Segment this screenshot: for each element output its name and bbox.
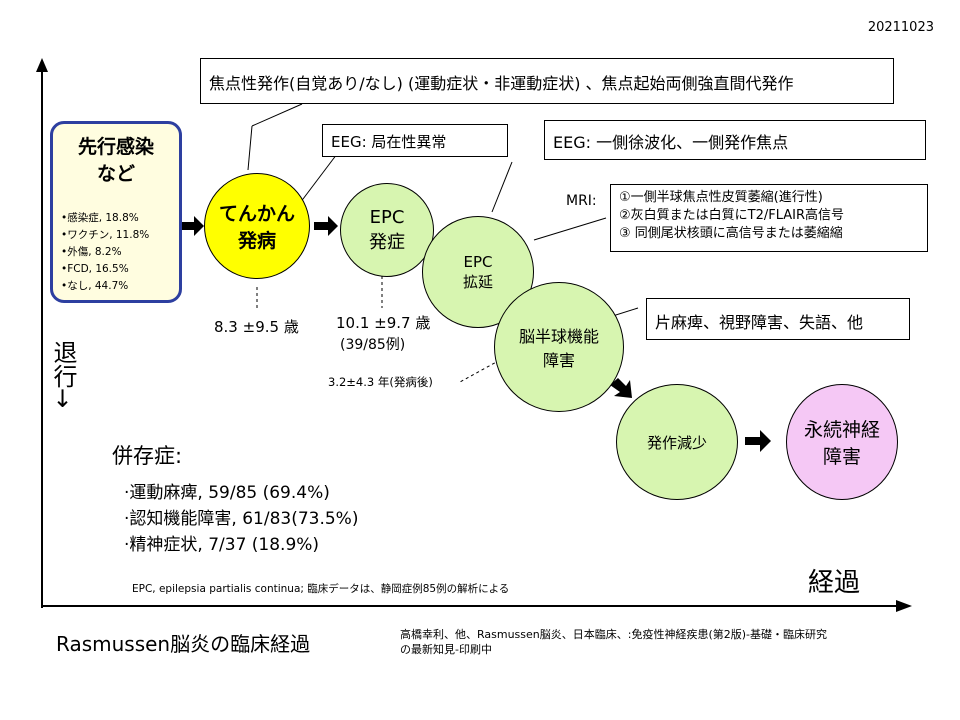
- prior-item: •なし, 44.7%: [61, 280, 129, 292]
- hemi-years-text: 3.2±4.3 年(発病後): [328, 375, 433, 389]
- comorbidity-title: 併存症:: [112, 444, 183, 468]
- leader-focal-seizure: [247, 125, 253, 171]
- mri-label: MRI:: [566, 193, 597, 209]
- arrow-hemi-to-decrease: [610, 378, 632, 398]
- mri-item: ③ 同側尾状核頭に高信号または萎縮縮: [619, 226, 843, 241]
- permanent-line1: 永続神経: [803, 419, 880, 441]
- prior-title-line1: 先行感染: [77, 136, 154, 158]
- hemi-line1: 脳半球機能: [518, 327, 599, 346]
- comorbidity-item: ·認知機能障害, 61/83(73.5%): [124, 509, 359, 529]
- hemi-line2: 障害: [542, 351, 575, 370]
- onset-line1: てんかん: [218, 203, 295, 225]
- seizure-decrease-label: 発作減少: [646, 433, 707, 452]
- prior-title-line2: など: [96, 163, 135, 185]
- arrow-prior-to-onset: [181, 216, 204, 236]
- prior-item: •感染症, 18.8%: [61, 212, 139, 224]
- comorbidity-list: ·運動麻痺, 59/85 (69.4%) ·認知機能障害, 61/83(73.5…: [124, 480, 358, 558]
- epc-age-text: 10.1 ±9.7 歳: [336, 314, 431, 332]
- permanent-deficit-node: 永続神経 障害: [786, 384, 898, 500]
- x-axis-label: 経過: [808, 568, 861, 598]
- prior-infection-box: 先行感染 など •感染症, 18.8% •ワクチン, 11.8% •外傷, 8.…: [50, 121, 182, 303]
- epc-onset-line2: 発症: [369, 231, 405, 253]
- prior-item: •FCD, 16.5%: [61, 263, 129, 275]
- onset-line2: 発病: [237, 230, 276, 252]
- seizure-decrease-node: 発作減少: [616, 384, 738, 500]
- date-label: 20211023: [867, 20, 934, 35]
- arrow-onset-to-epc: [314, 216, 338, 236]
- epc-onset-node: EPC 発症: [340, 183, 434, 277]
- leader-eeg-slow: [491, 161, 513, 213]
- leader-eeg-local: [299, 149, 341, 204]
- epc-spread-line2: 拡延: [462, 272, 493, 291]
- eeg-local-box: EEG: 局在性異常: [322, 124, 508, 157]
- arrow-decrease-to-permanent: [745, 430, 771, 452]
- citation-line1: 高橋幸利、他、Rasmussen脳炎、日本臨床、:免疫性神経疾患(第2版)-基礎…: [400, 628, 828, 641]
- x-axis-arrowhead: [896, 600, 912, 612]
- deficits-box: 片麻痺、視野障害、失語、他: [646, 298, 910, 340]
- y-axis-arrowhead: [36, 58, 48, 72]
- comorbidity-item: ·運動麻痺, 59/85 (69.4%): [124, 483, 330, 503]
- hemispheric-dysfunction-node: 脳半球機能 障害: [494, 282, 624, 412]
- epc-spread-line1: EPC: [463, 252, 493, 271]
- citation-line2: の最新知見-印刷中: [400, 643, 492, 656]
- leader-focal-seizure-2: [251, 103, 303, 127]
- footer-title: Rasmussen脳炎の臨床経過: [56, 632, 311, 656]
- prior-items-list: •感染症, 18.8% •ワクチン, 11.8% •外傷, 8.2% •FCD,…: [61, 210, 179, 295]
- eeg-slow-box: EEG: 一側徐波化、一側発作焦点: [544, 120, 926, 160]
- y-axis-label: 退行→: [49, 340, 77, 409]
- permanent-line2: 障害: [822, 446, 861, 468]
- dash-hemi-years: [459, 359, 501, 383]
- leader-mri: [533, 217, 607, 241]
- focal-seizure-box: 焦点性発作(自覚あり/なし) (運動症状・非運動症状) 、焦点起始両側強直間代発…: [200, 58, 894, 104]
- epilepsy-onset-node: てんかん 発病: [204, 173, 310, 279]
- mri-item: ①一側半球焦点性皮質萎縮(進行性): [619, 190, 823, 205]
- prior-item: •ワクチン, 11.8%: [61, 229, 150, 241]
- comorbidity-item: ·精神症状, 7/37 (18.9%): [124, 535, 320, 555]
- epc-onset-line1: EPC: [369, 206, 405, 228]
- mri-item: ②灰白質または白質にT2/FLAIR高信号: [619, 208, 845, 223]
- onset-age-text: 8.3 ±9.5 歳: [214, 318, 299, 336]
- mri-box: ①一側半球焦点性皮質萎縮(進行性) ②灰白質または白質にT2/FLAIR高信号 …: [610, 184, 928, 252]
- footnote: EPC, epilepsia partialis continua; 臨床データ…: [132, 583, 510, 595]
- prior-item: •外傷, 8.2%: [61, 246, 122, 258]
- epc-ratio-text: (39/85例): [340, 337, 406, 353]
